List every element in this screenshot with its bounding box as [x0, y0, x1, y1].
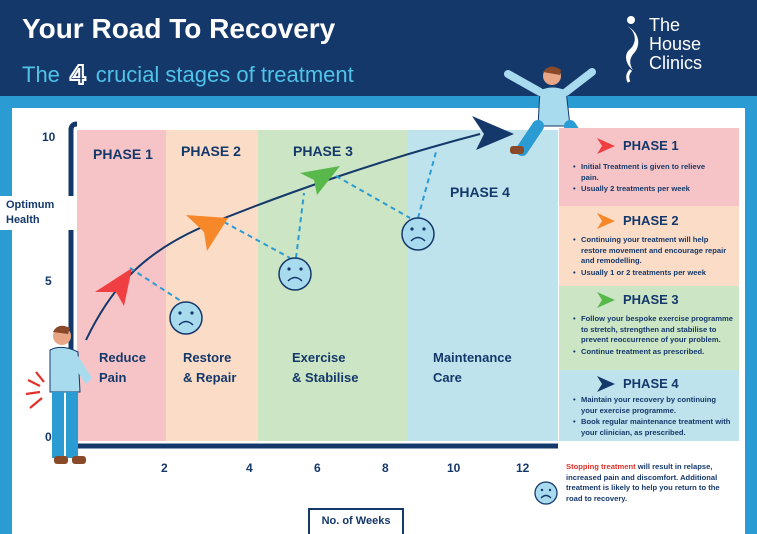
house-clinics-logo: The House Clinics: [617, 14, 737, 84]
stopping-treatment-note: Stopping treatment will result in relaps…: [566, 462, 736, 504]
x-axis-label: No. of Weeks: [308, 508, 404, 534]
page-title: Your Road To Recovery: [22, 13, 336, 44]
subtitle-prefix: The: [22, 62, 60, 87]
phase-2-arrow: [186, 215, 228, 251]
phase-4-bullet-2: Book regular maintenance treatment with …: [573, 417, 733, 438]
y-tick-10: 10: [42, 130, 56, 144]
stage-3-line-2: & Stabilise: [292, 370, 359, 385]
phase-2-bullet-2: Usually 1 or 2 treatments per week: [573, 268, 733, 279]
phase-2-card: PHASE 2 Continuing your treatment will h…: [559, 206, 739, 286]
stage-2-line-2: & Repair: [183, 370, 237, 385]
x-tick-6: 6: [314, 461, 321, 475]
subtitle-suffix: crucial stages of treatment: [95, 62, 354, 87]
stage-2-label: Restore & Repair: [183, 348, 236, 388]
phase-4-card-bullets: Maintain your recovery by continuing you…: [573, 395, 733, 439]
y-axis-label-line-1: Optimum: [6, 199, 55, 211]
stage-3-line-1: Exercise: [292, 350, 346, 365]
phase-3-bullet-1: Follow your bespoke exercise programme t…: [573, 314, 735, 346]
phase-1-bullet-1: Initial Treatment is given to relieve pa…: [573, 162, 723, 183]
phase-2-card-bullets: Continuing your treatment will help rest…: [573, 235, 733, 279]
phase-2-card-title: PHASE 2: [623, 213, 679, 228]
stage-1-label: Reduce Pain: [99, 348, 146, 388]
phase-1-card-arrow-icon: [597, 138, 615, 154]
phase-4-card-arrow-icon: [597, 376, 615, 392]
note-text: will result in relapse, increased pain a…: [566, 462, 720, 503]
stage-4-line-1: Maintenance: [433, 350, 512, 365]
stage-1-line-2: Pain: [99, 370, 127, 385]
logo-line-3: Clinics: [649, 53, 703, 73]
phase-4-arrow: [472, 116, 514, 150]
phase-3-card: PHASE 3 Follow your bespoke exercise pro…: [559, 286, 739, 370]
x-tick-12: 12: [516, 461, 530, 475]
logo-line-1: The: [649, 15, 681, 35]
y-axis-label-line-2: Health: [6, 214, 40, 226]
logo-wordmark: The House Clinics: [649, 16, 702, 73]
phase-3-card-arrow-icon: [597, 292, 615, 308]
phase-1-card-bullets: Initial Treatment is given to relieve pa…: [573, 162, 723, 196]
phase-3-card-bullets: Follow your bespoke exercise programme t…: [573, 314, 735, 358]
stage-4-label: Maintenance Care: [433, 348, 512, 388]
logo-line-2: House: [649, 34, 702, 54]
phase-4-card-title: PHASE 4: [623, 376, 679, 391]
phase-3-label: PHASE 3: [293, 143, 353, 159]
stage-2-line-1: Restore: [183, 350, 232, 365]
stage-1-line-1: Reduce: [99, 350, 146, 365]
phase-1-card-title: PHASE 1: [623, 138, 679, 153]
phase-1-bullet-2: Usually 2 treatments per week: [573, 184, 723, 195]
phase-2-column: [166, 130, 258, 441]
note-highlight: Stopping treatment: [566, 462, 636, 471]
page-subtitle: The 4 crucial stages of treatment: [22, 57, 354, 91]
phase-2-label: PHASE 2: [181, 143, 241, 159]
setback-lines: [129, 151, 437, 304]
person-in-pain-illustration: [25, 325, 92, 464]
phase-4-label: PHASE 4: [450, 184, 510, 200]
y-tick-0: 0: [45, 430, 52, 444]
phase-1-card: PHASE 1 Initial Treatment is given to re…: [559, 128, 739, 206]
phase-1-arrow: [95, 268, 132, 306]
sad-face-icon-4: [534, 481, 558, 505]
phase-2-card-arrow-icon: [597, 213, 615, 229]
phase-4-bullet-1: Maintain your recovery by continuing you…: [573, 395, 733, 416]
sad-face-icon-2: [278, 257, 312, 291]
y-axis-label: Optimum Health: [0, 196, 74, 230]
x-tick-8: 8: [382, 461, 389, 475]
figure-logo-icon: [626, 16, 639, 83]
x-tick-10: 10: [447, 461, 461, 475]
phase-3-bullet-2: Continue treatment as prescribed.: [573, 347, 735, 358]
sad-face-icon-3: [401, 217, 435, 251]
header-banner: Your Road To Recovery The 4 crucial stag…: [0, 0, 757, 96]
stage-4-line-2: Care: [433, 370, 462, 385]
phase-1-label: PHASE 1: [93, 146, 153, 162]
y-tick-5: 5: [45, 274, 52, 288]
subtitle-number: 4: [69, 58, 87, 91]
phase-2-bullet-1: Continuing your treatment will help rest…: [573, 235, 733, 267]
stage-3-label: Exercise & Stabilise: [292, 348, 358, 388]
phase-3-card-title: PHASE 3: [623, 292, 679, 307]
phase-4-column: [408, 130, 558, 441]
sad-face-icon-1: [169, 301, 203, 335]
x-tick-4: 4: [246, 461, 253, 475]
phase-4-card: PHASE 4 Maintain your recovery by contin…: [559, 370, 739, 441]
phase-3-arrow: [300, 166, 340, 195]
x-tick-2: 2: [161, 461, 168, 475]
